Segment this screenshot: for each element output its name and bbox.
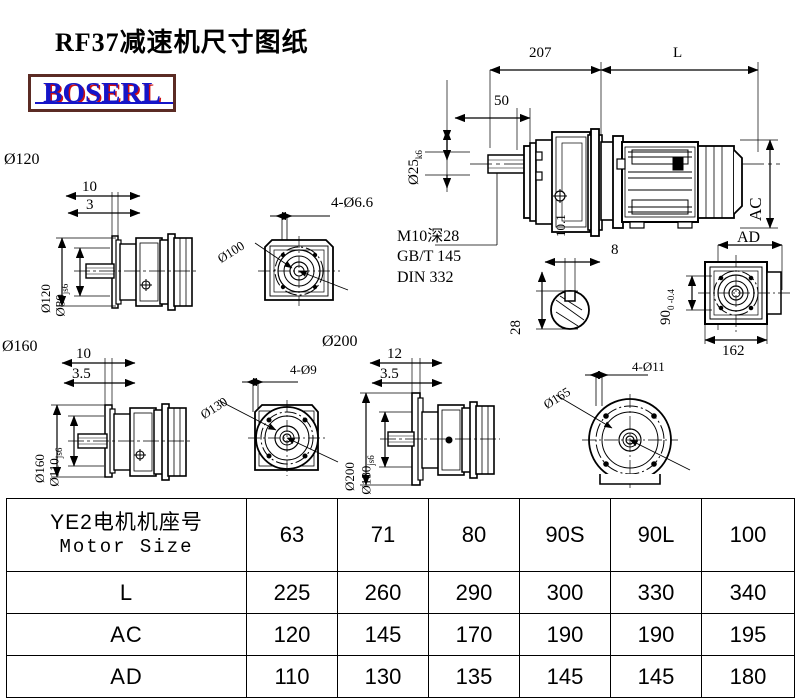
- motor-end-view-drawing: [686, 240, 790, 345]
- title-flange-120: Ø120: [4, 151, 40, 168]
- dim-160-pilot: Ø110js6: [46, 447, 64, 487]
- table-cell: 225: [246, 571, 338, 614]
- table-cell: 135: [428, 655, 520, 698]
- dim-90-value: 90: [658, 310, 674, 325]
- table-header-row: YE2电机机座号 Motor Size 63 71 80 90S 90L 100: [6, 498, 795, 572]
- table-cell: 170: [428, 613, 520, 656]
- dim-160-holes: 4-Ø9: [290, 362, 317, 377]
- flange-120-face-drawing: [254, 211, 349, 306]
- dim-200-pilot-value: Ø130: [358, 465, 374, 495]
- dim-200-holes: 4-Ø11: [632, 359, 665, 374]
- note-din: DIN 332: [397, 269, 454, 286]
- dim-120-bore: Ø120: [38, 284, 53, 313]
- table-cell: 110: [246, 655, 338, 698]
- table-cell: 130: [337, 655, 429, 698]
- dim-120-holes: 4-Ø6.6: [331, 195, 374, 211]
- table-row-label-AD: AD: [6, 655, 247, 698]
- table-row: AD 110 130 135 145 145 180: [6, 655, 795, 698]
- dim-207: 207: [529, 45, 552, 61]
- brand-logo: BOSERL: [28, 74, 176, 112]
- flange-200-face-drawing: [555, 370, 691, 488]
- dim-120-3: 3: [86, 197, 94, 213]
- dim-200-12: 12: [387, 346, 402, 362]
- note-m10: M10深28: [397, 228, 460, 245]
- table-cell: 195: [701, 613, 795, 656]
- table-col-100: 100: [701, 498, 795, 572]
- technical-drawing-canvas: [51, 62, 790, 488]
- table-cell: 120: [246, 613, 338, 656]
- table-row: AC 120 145 170 190 190 195: [6, 613, 795, 656]
- table-col-80: 80: [428, 498, 520, 572]
- table-cell: 340: [701, 571, 795, 614]
- table-col-63: 63: [246, 498, 338, 572]
- flange-160-side-drawing: [51, 358, 192, 481]
- dim-L: L: [673, 45, 683, 61]
- motor-size-table: YE2电机机座号 Motor Size 63 71 80 90S 90L 100…: [6, 498, 795, 698]
- table-header-en: Motor Size: [59, 536, 194, 559]
- dim-90-tolerance: 900 -0.4: [658, 289, 676, 325]
- dim-120-pilot-value: Ø80: [52, 294, 68, 317]
- table-cell: 145: [337, 613, 429, 656]
- table-cell: 180: [701, 655, 795, 698]
- table-col-90L: 90L: [610, 498, 702, 572]
- dim-120-10: 10: [82, 179, 97, 195]
- dim-160-pilot-tolerance: js6: [54, 447, 64, 459]
- title-flange-160: Ø160: [2, 338, 38, 355]
- dim-keyway-28: 28: [508, 320, 524, 335]
- dim-120-pilot: Ø80js6: [52, 283, 70, 317]
- note-gbt: GB/T 145: [397, 248, 462, 265]
- table-row: L 225 260 290 300 330 340: [6, 571, 795, 614]
- dim-10-1: 10.1: [553, 214, 568, 237]
- dim-120-pilot-tolerance: js6: [60, 283, 70, 295]
- dim-shaft-diameter: Ø25k6: [406, 150, 424, 185]
- flange-120-side-drawing: [56, 191, 198, 311]
- dim-200-35: 3.5: [380, 366, 399, 382]
- table-cell: 190: [610, 613, 702, 656]
- table-cell: 330: [610, 571, 702, 614]
- dim-90-tolerance-value: 0 -0.4: [666, 289, 676, 310]
- dim-shaft-diameter-tolerance: k6: [414, 150, 424, 160]
- dim-160-bore: Ø160: [32, 454, 47, 483]
- table-header-motor-size: YE2电机机座号 Motor Size: [6, 498, 247, 572]
- flange-160-face-drawing: [217, 377, 339, 476]
- dim-162: 162: [722, 343, 745, 359]
- table-cell: 300: [519, 571, 611, 614]
- table-cell: 145: [519, 655, 611, 698]
- main-assembly-drawing: [425, 62, 780, 246]
- dim-160-10: 10: [76, 346, 91, 362]
- dim-200-bore: Ø200: [342, 462, 357, 491]
- table-cell: 190: [519, 613, 611, 656]
- dim-AD: AD: [737, 229, 761, 246]
- table-col-71: 71: [337, 498, 429, 572]
- table-col-90S: 90S: [519, 498, 611, 572]
- dim-160-35: 3.5: [72, 366, 91, 382]
- dim-AC: AC: [746, 197, 765, 221]
- brand-logo-underline: [35, 102, 173, 104]
- dim-200-pilot-tolerance: js6: [366, 455, 376, 466]
- table-cell: 260: [337, 571, 429, 614]
- title-flange-200: Ø200: [322, 333, 358, 350]
- dim-keyway-8: 8: [611, 242, 619, 258]
- table-cell: 290: [428, 571, 520, 614]
- table-row-label-L: L: [6, 571, 247, 614]
- dim-shaft-diameter-value: Ø25: [406, 159, 422, 185]
- drawing-page: RF37减速机尺寸图纸 BOSERL: [2, 28, 795, 698]
- dim-200-pilot: Ø130js6: [358, 455, 376, 495]
- page-title: RF37减速机尺寸图纸: [55, 28, 309, 57]
- table-cell: 145: [610, 655, 702, 698]
- keyway-detail-drawing: [536, 257, 601, 330]
- dim-50: 50: [494, 93, 509, 109]
- table-header-cn: YE2电机机座号: [50, 511, 203, 534]
- flange-200-side-drawing: [360, 358, 500, 486]
- table-row-label-AC: AC: [6, 613, 247, 656]
- dim-160-pilot-value: Ø110: [46, 458, 62, 487]
